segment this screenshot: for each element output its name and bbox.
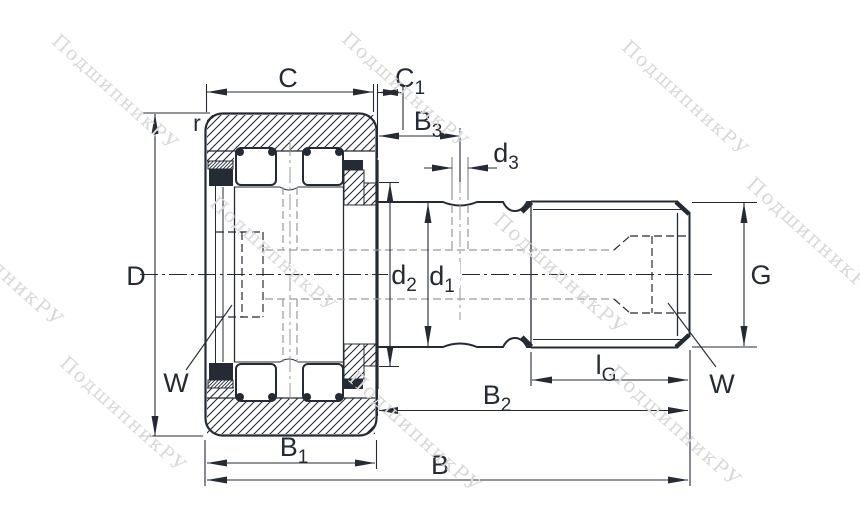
dim-label-lG: lG bbox=[596, 350, 617, 386]
dim-label-r: r bbox=[193, 110, 201, 136]
w-right-leader bbox=[667, 302, 717, 368]
needle-rollers bbox=[235, 147, 344, 402]
hex-sockets bbox=[216, 231, 687, 318]
hidden-lines bbox=[216, 157, 687, 362]
dim-label-d1: d1 bbox=[429, 261, 455, 297]
chamfer-edges bbox=[520, 200, 691, 349]
dim-label-D: D bbox=[126, 261, 146, 291]
centerlines bbox=[140, 140, 712, 409]
dim-label-C: C bbox=[278, 63, 298, 93]
label-backer bbox=[430, 262, 460, 288]
dim-label-d3: d3 bbox=[493, 138, 519, 174]
label-backer bbox=[392, 262, 422, 288]
cage-lips bbox=[236, 148, 343, 401]
dim-label-B: B bbox=[431, 450, 449, 480]
dim-label-B2: B2 bbox=[483, 380, 512, 416]
dim-label-W-left: W bbox=[163, 368, 189, 398]
grease-hole-walls bbox=[451, 157, 469, 200]
dimension-arrows bbox=[151, 88, 748, 484]
dim-label-B1: B1 bbox=[280, 432, 309, 468]
grease-duct bbox=[265, 187, 614, 362]
dim-label-C1: C1 bbox=[395, 63, 425, 99]
dim-label-d2: d2 bbox=[391, 260, 417, 296]
w-left-leader bbox=[185, 304, 233, 371]
dim-label-B3: B3 bbox=[414, 106, 443, 142]
dimension-labels: C C1 B3 d3 r D d2 d1 G lG B2 B1 B W W bbox=[126, 63, 771, 480]
outer-ring bbox=[204, 112, 378, 437]
dim-label-W-right: W bbox=[709, 369, 735, 399]
dim-label-G: G bbox=[750, 260, 771, 290]
